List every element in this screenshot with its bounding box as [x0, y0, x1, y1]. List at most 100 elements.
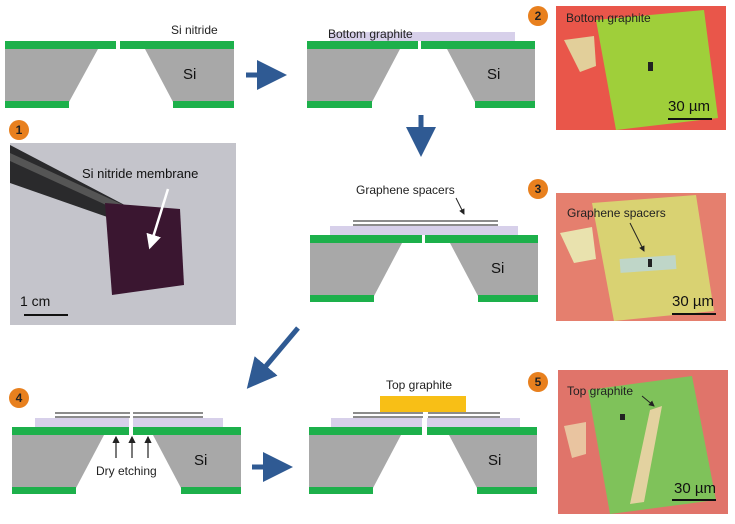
membrane-image — [10, 143, 236, 325]
si-left — [309, 435, 401, 488]
label-dry-etching: Dry etching — [96, 464, 157, 478]
scale-label-p5: 30 µm — [674, 480, 716, 497]
top-graphite-strip — [630, 406, 662, 504]
small-flake — [560, 227, 596, 263]
bottom-graphite-image — [556, 6, 726, 130]
bottom-graphite-layer — [330, 32, 515, 41]
si-right — [447, 49, 535, 102]
scale-label-p3: 30 µm — [672, 293, 714, 310]
si-left — [5, 49, 98, 102]
device-e — [309, 396, 537, 494]
si-right — [449, 435, 537, 488]
label-graphene-spacers: Graphene spacers — [356, 183, 455, 197]
step-badge-3: 3 — [528, 179, 548, 199]
small-flake — [564, 36, 596, 72]
scale-bar-p3 — [672, 313, 716, 315]
nitride-top-right — [421, 41, 535, 49]
device-a — [5, 41, 234, 108]
membrane-label: Si nitride membrane — [82, 166, 199, 181]
graphite-flake — [596, 10, 718, 130]
spacer-line-2b — [428, 416, 500, 418]
hole-mark — [620, 414, 625, 420]
label-bottom-graphite: Bottom graphite — [328, 27, 413, 41]
label-si-nitride: Si nitride — [171, 23, 218, 37]
spacer-line-1b — [133, 412, 203, 414]
nitride-top-left — [5, 41, 116, 49]
photo5-label: Top graphite — [567, 384, 634, 398]
top-graphite-image — [558, 370, 728, 514]
spacer-line-1 — [353, 220, 498, 222]
nitride-bottom-right — [475, 101, 535, 108]
scale-bar-p5 — [672, 499, 716, 501]
spacer-line-2b — [133, 416, 203, 418]
arrow-c-to-d — [246, 326, 300, 389]
top-graphite-layer — [380, 396, 466, 412]
scale-label-p2: 30 µm — [668, 98, 710, 115]
hole-mark — [648, 259, 652, 267]
membrane-chip — [105, 203, 184, 295]
spacer-image — [556, 193, 726, 321]
top-photo-pointer — [641, 395, 655, 407]
si-left — [310, 243, 402, 296]
photo-membrane — [10, 143, 236, 325]
bottom-graphite-right — [133, 418, 223, 427]
nitride-top-right — [427, 427, 537, 435]
spacer-line-1 — [55, 412, 130, 414]
nitride-bottom-left — [12, 487, 76, 494]
nitride-top-right — [120, 41, 234, 49]
bottom-graphite-left — [331, 418, 422, 427]
device-d — [12, 412, 241, 494]
spacer-line-2 — [353, 416, 423, 418]
nitride-top-right — [133, 427, 241, 435]
membrane-pointer — [146, 188, 170, 250]
photo3-label: Graphene spacers — [567, 206, 666, 220]
device-b — [307, 32, 535, 108]
label-top-graphite: Top graphite — [386, 378, 453, 392]
label-si-c: Si — [491, 260, 505, 277]
nitride-bottom-left — [310, 295, 374, 302]
spacer-line-1b — [428, 412, 500, 414]
scale-bar-1cm — [24, 314, 68, 316]
si-right — [153, 435, 241, 488]
label-si-d: Si — [194, 452, 208, 469]
nitride-top-left — [310, 235, 422, 243]
bottom-graphite-left — [35, 418, 129, 427]
tweezers-highlight — [10, 153, 132, 215]
spacer-line-2 — [353, 224, 498, 226]
photo-bottom-graphite — [556, 6, 726, 130]
spacer-pointer — [455, 197, 465, 215]
step-badge-1: 1 — [9, 120, 29, 140]
bottom-graphite-right — [427, 418, 520, 427]
photo-top-graphite — [558, 370, 728, 514]
step-badge-5: 5 — [528, 372, 548, 392]
step-badge-2: 2 — [528, 6, 548, 26]
scale-bar-p2 — [668, 118, 712, 120]
nitride-top-right — [425, 235, 538, 243]
nitride-bottom-right — [181, 487, 241, 494]
scale-label-1cm: 1 cm — [20, 293, 51, 309]
nitride-bottom-left — [5, 101, 69, 108]
label-si-b: Si — [487, 66, 501, 83]
label-si-a: Si — [183, 66, 197, 83]
label-si-e: Si — [488, 452, 502, 469]
nitride-bottom-left — [307, 101, 372, 108]
spacer-line-1 — [353, 412, 423, 414]
spacer-photo-pointer — [629, 222, 645, 252]
nitride-bottom-left — [309, 487, 373, 494]
spacer-line-2 — [55, 416, 130, 418]
nitride-bottom-right — [173, 101, 234, 108]
nitride-bottom-right — [477, 487, 537, 494]
photo2-label: Bottom graphite — [566, 11, 651, 25]
nitride-top-left — [309, 427, 422, 435]
device-c — [310, 220, 538, 302]
nitride-top-left — [307, 41, 418, 49]
bottom-graphite-layer — [330, 226, 518, 235]
si-left — [307, 49, 400, 102]
si-right — [145, 49, 234, 102]
photo-graphene-spacers — [556, 193, 726, 321]
step-badge-4: 4 — [9, 388, 29, 408]
si-right — [450, 243, 538, 296]
hole-mark — [648, 62, 653, 71]
small-flake — [564, 422, 586, 458]
